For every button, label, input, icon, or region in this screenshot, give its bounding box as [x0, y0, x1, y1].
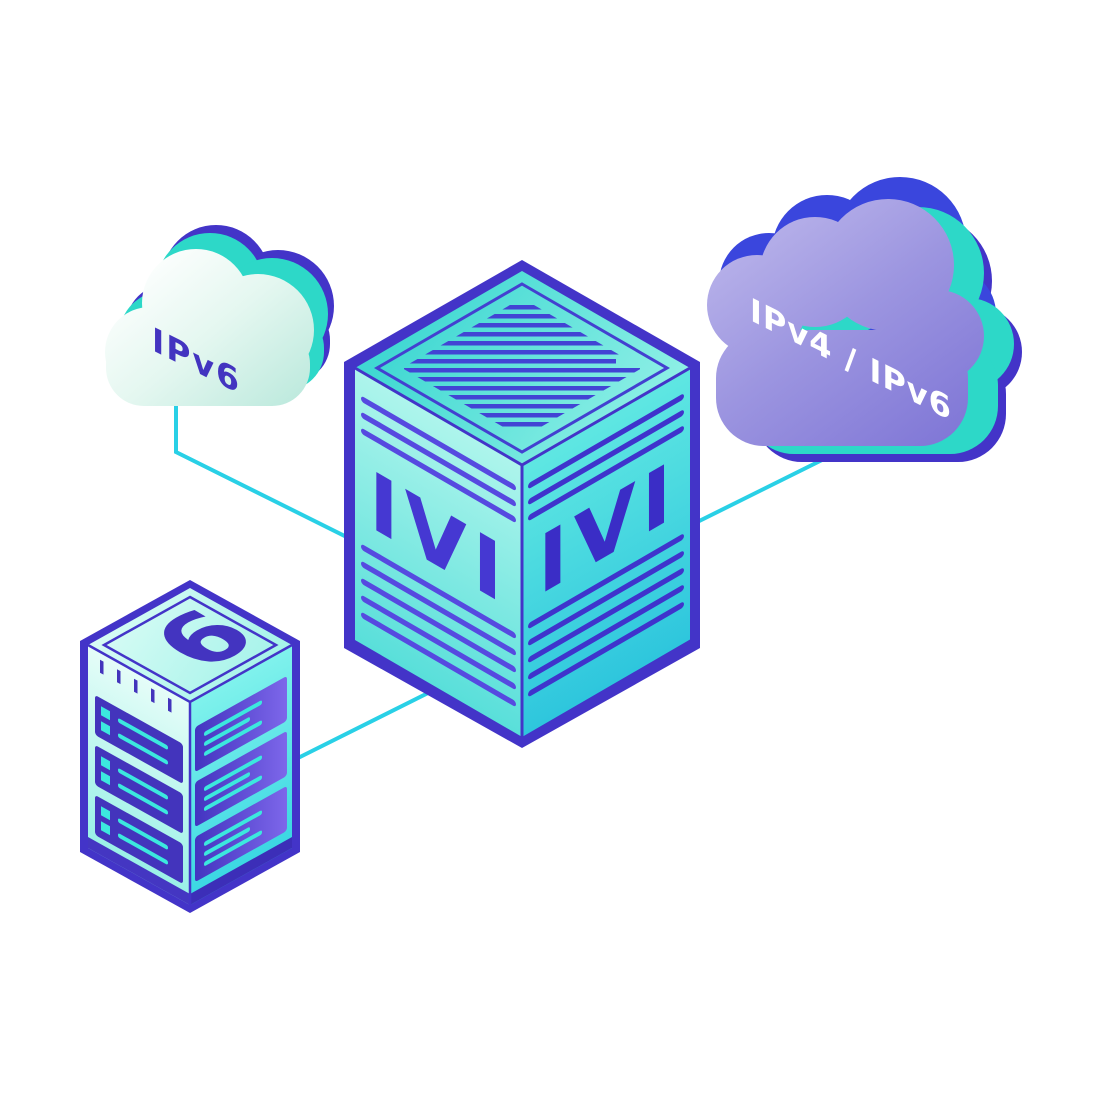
left-face-stripe	[361, 578, 516, 673]
server-edges	[87, 643, 293, 905]
server-vent-tick	[168, 697, 172, 713]
ipv6-cloud: IPv6	[105, 225, 334, 406]
server-panel-line	[204, 700, 262, 736]
server-base-band	[88, 837, 190, 906]
drive-bay-led	[101, 771, 110, 786]
server-base-band	[190, 836, 292, 905]
left-face-stripe	[361, 595, 516, 690]
box-edges	[354, 366, 691, 737]
left-face-stripe	[361, 544, 516, 639]
box-top-stripes	[404, 305, 642, 427]
box-top-inner-border	[374, 282, 670, 454]
top-face-stripe	[404, 350, 642, 355]
left-face-stripe	[361, 428, 516, 523]
left-face-stripe	[361, 412, 516, 507]
top-face-stripe	[404, 359, 616, 364]
server-panel-line	[204, 717, 250, 746]
drive-bay-led	[101, 821, 110, 836]
top-face-stripe	[404, 404, 614, 409]
top-face-stripe	[404, 314, 636, 319]
server-vent-tick	[151, 688, 155, 704]
right-face-stripe	[528, 551, 684, 646]
server-panel-line	[204, 755, 262, 791]
ipv4-ipv6-cloud: IPv4 / IPv6	[707, 177, 1022, 462]
server-right-face	[190, 644, 292, 905]
box-left-face-panel	[355, 368, 522, 737]
drive-bay-led	[101, 706, 110, 721]
server-panel-line	[204, 827, 250, 856]
drive-bay-slot	[118, 783, 168, 815]
server-vent-tick	[117, 669, 121, 685]
drive-bay-slot	[118, 833, 168, 865]
right-face-stripe	[528, 602, 684, 697]
top-face-stripe	[404, 332, 642, 337]
server-top-inner-border	[101, 595, 279, 695]
top-face-stripe	[404, 341, 628, 346]
right-face-stripe	[528, 426, 684, 521]
top-face-stripe	[404, 386, 626, 391]
ivi-translator-box: IVI IVI	[344, 260, 700, 748]
right-face-stripe	[528, 394, 684, 489]
top-face-stripe	[404, 377, 642, 382]
top-face-stripe	[404, 323, 620, 328]
server-panel-line	[204, 810, 262, 846]
drive-bay-slot	[118, 768, 168, 800]
server-vent-tick	[134, 678, 138, 694]
box-right-face-panel	[522, 367, 690, 737]
ipv6-server: 6	[80, 580, 300, 913]
top-face-stripe	[404, 422, 594, 427]
drive-bay-slot	[118, 718, 168, 750]
server-panel-line	[204, 830, 262, 866]
server-panel-line	[204, 772, 250, 801]
box-right-face: IVI	[522, 367, 690, 737]
right-face-stripe	[528, 568, 684, 663]
left-face-stripe	[361, 612, 516, 707]
drive-bay-slot	[118, 733, 168, 765]
top-face-stripe	[404, 413, 632, 418]
left-face-stripe	[361, 561, 516, 656]
top-face-stripe	[404, 368, 640, 373]
drive-bay-led	[101, 756, 110, 771]
server-vent-tick	[100, 659, 104, 675]
right-face-stripe	[528, 585, 684, 680]
drive-bay-led	[101, 721, 110, 736]
drive-bay-slot	[118, 818, 168, 850]
left-face-stripe	[361, 396, 516, 491]
server-panel-line	[204, 720, 262, 756]
server-panel-line	[204, 775, 262, 811]
right-face-stripe	[528, 534, 684, 629]
drive-bay-led	[101, 806, 110, 821]
right-face-stripe	[528, 410, 684, 505]
box-left-face: IVI	[355, 368, 522, 737]
top-face-stripe	[404, 395, 638, 400]
server-left-face	[88, 645, 190, 906]
